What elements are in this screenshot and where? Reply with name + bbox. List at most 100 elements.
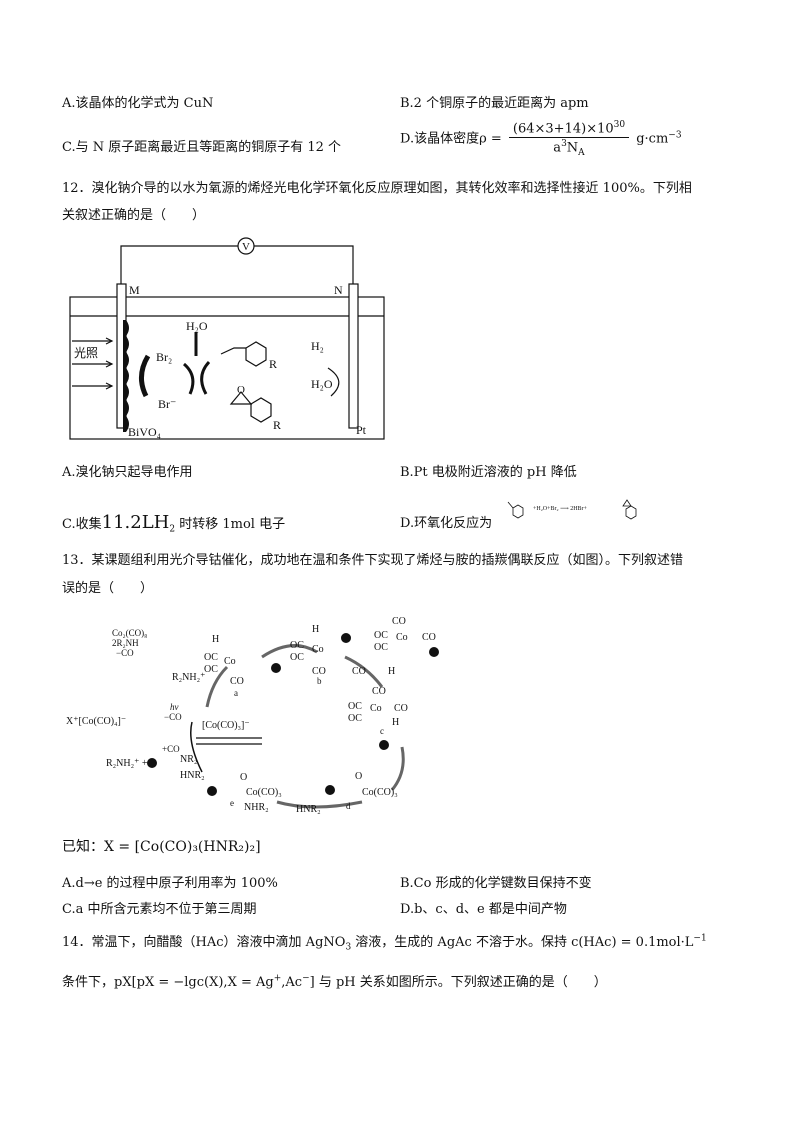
- electrode-n: [348, 283, 359, 429]
- plus-co-label: +CO: [162, 744, 180, 754]
- product-ring: [625, 505, 637, 520]
- pt-label: Pt: [356, 423, 367, 437]
- stem-part: 溶液，生成的 AgAc 不溶于水。保持 c(HAc) = 0.1mol·L: [351, 935, 694, 950]
- epoxide-o: O: [237, 384, 245, 396]
- minus-co-label: −CO: [164, 712, 182, 722]
- numerator: (64×3+14)×10: [512, 121, 614, 137]
- q11-option-d: D.该晶体密度ρ = (64×3+14)×1030 a3NA g·cm−3: [400, 120, 682, 158]
- q11-option-a: A.该晶体的化学式为 CuN: [62, 96, 214, 111]
- q12-stem-line1: 12．溴化钠介导的以水为氧源的烯烃光电化学环氧化反应原理如图，其转化效率和选择性…: [62, 181, 692, 196]
- br-cycle-arrow: [139, 354, 151, 398]
- top-co2: CO: [422, 632, 436, 643]
- epoxide-ring: [229, 391, 253, 405]
- density-fraction: (64×3+14)×1030 a3NA: [508, 120, 630, 158]
- b-h: H: [312, 624, 319, 635]
- q13-option-a: A.d→e 的过程中原子利用率为 100%: [62, 876, 278, 891]
- q12-option-d: D.环氧化反应为: [400, 512, 492, 531]
- a-oc2: OC: [204, 664, 218, 675]
- q14-stem-line1: 14．常温下，向醋酸（HAc）溶液中滴加 AgNO3 溶液，生成的 AgAc 不…: [62, 931, 707, 953]
- stem-exp: +: [273, 973, 282, 984]
- option-c-post: 时转移 1mol 电子: [175, 517, 286, 532]
- photoelectrochemical-cell-diagram: V M N 光照 Br₂ Br⁻ H₂O R O R H₂ H₂O BiVO₄ …: [69, 237, 385, 440]
- co3-anion-label: [Co(CO)₃]⁻: [202, 720, 250, 731]
- e-o: O: [240, 772, 247, 783]
- minus-co-left: −CO: [116, 648, 134, 658]
- numerator-exp: 30: [613, 120, 626, 130]
- c-oc2: OC: [348, 713, 362, 724]
- hnr2-e: HNR₂: [180, 770, 205, 781]
- electrode-m-label: M: [129, 283, 140, 297]
- label-d: d: [346, 801, 351, 811]
- stem-part: ] 与 pH 关系如图所示。下列叙述正确的是（ ）: [309, 975, 607, 990]
- q12-option-c: C.收集11.2LH2 时转移 1mol 电子: [62, 512, 285, 535]
- alkene: [220, 347, 246, 355]
- stem-sub: 3: [345, 942, 352, 953]
- label-b: b: [317, 676, 322, 686]
- c-h: H: [392, 717, 399, 728]
- top-co-atom: Co: [396, 632, 408, 643]
- q11-option-c: C.与 N 原子距离最近且等距离的铜原子有 12 个: [62, 140, 342, 155]
- q12-option-b: B.Pt 电极附近溶液的 pH 降低: [400, 465, 577, 480]
- b-oc1: OC: [290, 640, 304, 651]
- option-c-sub: 2: [169, 524, 176, 535]
- top-oc1: OC: [374, 630, 388, 641]
- h2o-label: H₂O: [186, 319, 208, 333]
- q13-option-c: C.a 中所含元素均不位于第三周期: [62, 902, 257, 917]
- top-oc2: OC: [374, 642, 388, 653]
- br2-label: Br₂: [156, 350, 172, 364]
- wire-right: [254, 245, 354, 284]
- top-h: H: [388, 666, 395, 677]
- label-c: c: [380, 726, 384, 736]
- e-co3: Co(CO)₃: [246, 787, 282, 798]
- hv-label: hν: [170, 702, 179, 712]
- b-co-atom: Co: [312, 644, 324, 655]
- q13-stem-line1: 13．某课题组利用光介导钴催化，成功地在温和条件下实现了烯烃与胺的插羰偶联反应（…: [62, 553, 684, 568]
- a-oc1: OC: [204, 652, 218, 663]
- q11-option-b: B.2 个铜原子的最近距离为 apm: [400, 96, 589, 111]
- unit-exp: −3: [668, 130, 682, 141]
- arrow-to-a: [205, 665, 229, 708]
- arrow-c-to-d: [390, 746, 405, 791]
- d-o: O: [355, 771, 362, 782]
- light-arrows: [105, 337, 114, 390]
- option-d-label: D.环氧化反应为: [400, 516, 493, 531]
- c-co-atom: Co: [370, 703, 382, 714]
- c-co2: CO: [394, 703, 408, 714]
- br-minus-label: Br⁻: [158, 397, 176, 411]
- wire-left: [120, 245, 238, 284]
- bivo4-label: BiVO₄: [128, 425, 161, 439]
- b-oc2: OC: [290, 652, 304, 663]
- label-e: e: [230, 798, 234, 808]
- hnr2-d-e: HNR₂: [296, 804, 321, 815]
- h2-arrow: [327, 367, 340, 397]
- co2co8-label: Co₂(CO)₈: [112, 628, 147, 638]
- bivo4-coating: [123, 320, 129, 432]
- e-nhr2: NHR₂: [244, 802, 269, 813]
- reactant-ring: [512, 504, 524, 519]
- minus-co-b: CO: [352, 666, 366, 677]
- arrow-b-to-c: [344, 655, 384, 688]
- r2nh-label: 2R₂NH: [112, 638, 139, 648]
- product-nr2: NR₂: [180, 754, 197, 765]
- option-c-pre: C.收集: [62, 517, 102, 532]
- r-group-1: R: [269, 357, 277, 371]
- benzene-ring-1: [245, 341, 267, 367]
- epoxidation-arrows: [182, 360, 211, 395]
- equation-text: +H₂O+Br₂ ⟶ 2HBr+: [533, 506, 588, 512]
- r2nh2-label: R₂NH₂⁺: [172, 672, 205, 683]
- d-co3: Co(CO)₃: [362, 787, 398, 798]
- electrode-n-label: N: [334, 283, 343, 297]
- epoxidation-equation: +H₂O+Br₂ ⟶ 2HBr+: [507, 499, 637, 520]
- q12-stem-line2: 关叙述正确的是（ ）: [62, 208, 206, 223]
- q13-known: 已知：X = [Co(CO)₃(HNR₂)₂]: [62, 839, 261, 855]
- denominator-exp: 3: [561, 139, 567, 150]
- cell-container: [69, 296, 385, 440]
- voltmeter-icon: [237, 237, 255, 255]
- q13-option-b: B.Co 形成的化学键数目保持不变: [400, 876, 592, 891]
- r-group-2: R: [273, 418, 281, 432]
- a-h: H: [212, 634, 219, 645]
- c-co1: CO: [372, 686, 386, 697]
- q12-option-a: A.溴化钠只起导电作用: [62, 465, 193, 480]
- top-co1: CO: [392, 616, 406, 627]
- a-co: CO: [230, 676, 244, 687]
